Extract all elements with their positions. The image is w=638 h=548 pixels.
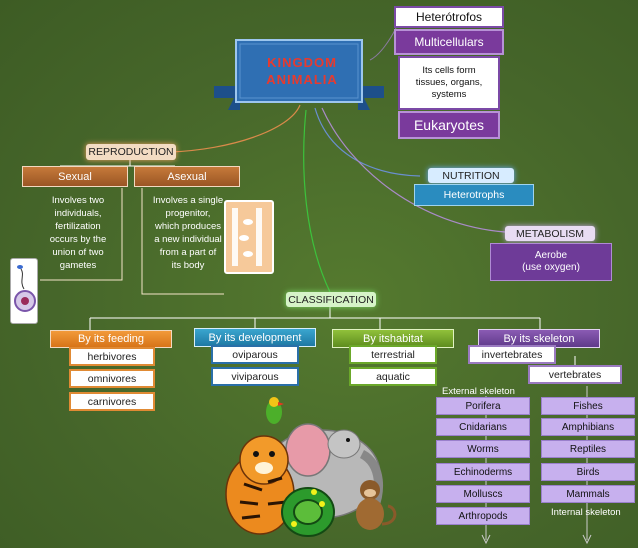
asexual-header: Asexual [134,166,240,187]
reproduction-title: REPRODUCTION [86,144,176,160]
invertebrate-porifera: Porifera [436,397,530,415]
vertebrate-mammals: Mammals [541,485,635,503]
internal-skeleton-label: Internal skeleton [551,507,621,518]
eukaryotes-box: Eukaryotes [398,111,500,139]
habitat-header: By itshabitat [332,329,454,348]
skeleton-header: By its skeleton [478,329,600,348]
development-header: By its development [194,328,316,347]
heterotrophs-box: Heterotrophs [414,184,534,206]
habitat-item-aquatic: aquatic [349,367,437,386]
budding-image [224,200,274,274]
nutrition-title: NUTRITION [428,168,514,183]
kingdom-banner [214,39,384,110]
invertebrate-cnidarians: Cnidarians [436,418,530,436]
vertebrates-box: vertebrates [528,365,622,384]
development-item-viviparous: viviparous [211,367,299,386]
vertebrate-amphibians: Amphibians [541,418,635,436]
external-skeleton-label: External skeleton [442,386,515,397]
development-item-oviparous: oviparous [211,345,299,364]
vertebrate-birds: Birds [541,463,635,481]
feeding-item-carnivores: carnivores [69,392,155,411]
vertebrate-reptiles: Reptiles [541,440,635,458]
habitat-item-terrestrial: terrestrial [349,345,437,364]
feeding-item-omnivores: omnivores [69,369,155,388]
heterotrofos-box: Heterótrofos [394,6,504,28]
aerobe-box: Aerobe (use oxygen) [490,243,612,281]
multicellulars-box: Multicellulars [394,29,504,55]
metabolism-title: METABOLISM [505,226,595,241]
invertebrate-arthropods: Arthropods [436,507,530,525]
sexual-header: Sexual [22,166,128,187]
fertilization-image [10,258,38,324]
invertebrates-box: invertebrates [468,345,556,364]
invertebrate-echinoderms: Echinoderms [436,463,530,481]
cells-description-box: Its cells form tissues, organs, systems [398,56,500,110]
animals-illustration [225,397,397,537]
classification-title: CLASSIFICATION [286,292,376,307]
asexual-description: Involves a single progenitor, which prod… [152,195,224,271]
sexual-description: Involves two individuals, fertilization … [49,195,107,271]
feeding-item-herbivores: herbivores [69,347,155,366]
vertebrate-fishes: Fishes [541,397,635,415]
feeding-header: By its feeding [50,330,172,348]
invertebrate-molluscs: Molluscs [436,485,530,503]
invertebrate-worms: Worms [436,440,530,458]
kingdom-title: KINGDOM ANIMALIA [266,55,338,87]
